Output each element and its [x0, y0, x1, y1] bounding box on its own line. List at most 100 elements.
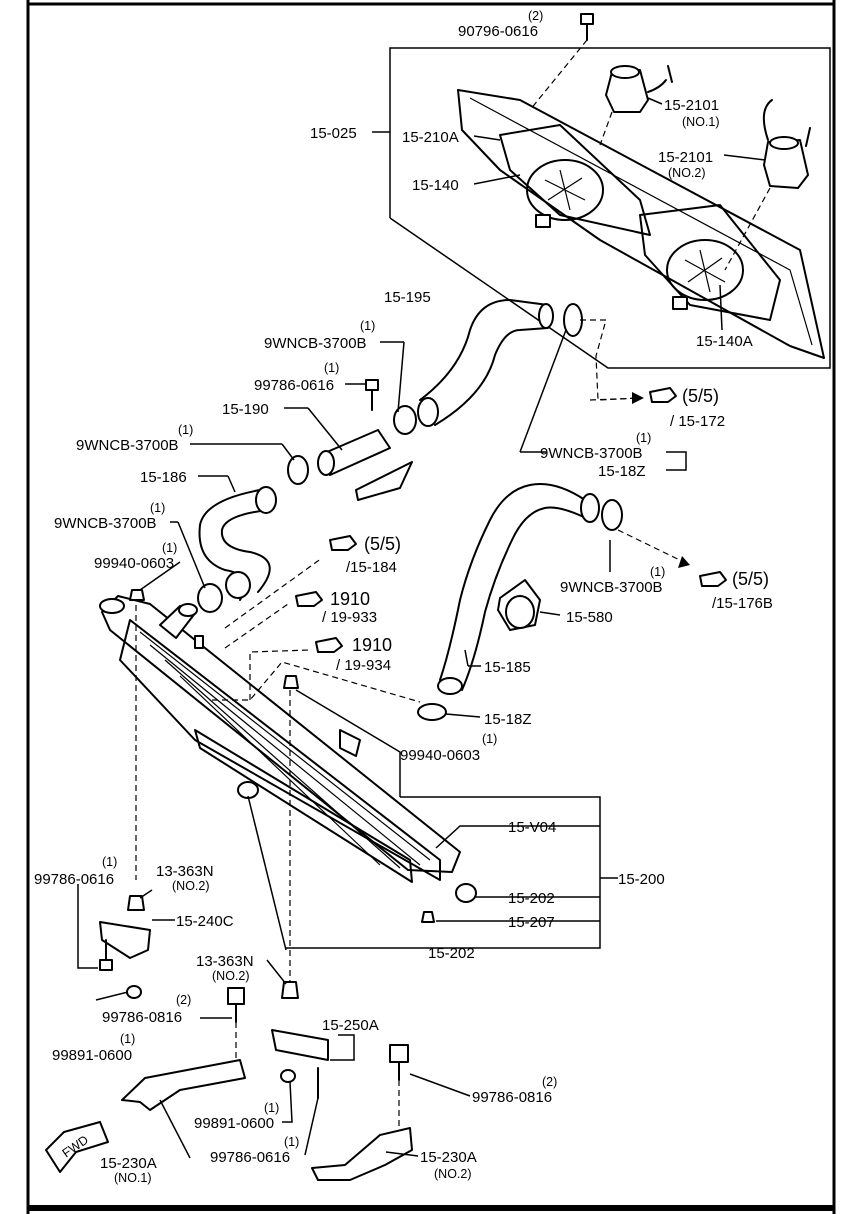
lead-15250a [330, 1034, 355, 1061]
label-15-140: 15-140 [412, 177, 459, 194]
lead-15230a2 [385, 1151, 419, 1157]
fan-blades-1 [544, 169, 586, 211]
part-15-202-rubber [455, 883, 477, 903]
clamp-15-18z-b [417, 703, 447, 721]
fan-nut-1 [535, 214, 551, 228]
label-15-230a-no2: 15-230A [420, 1149, 477, 1166]
lead-15186-b [227, 475, 236, 493]
lead-1518z-b [445, 713, 481, 718]
part-15-230a-no1 [121, 1059, 246, 1111]
part-15-580-ring [505, 595, 535, 629]
fwd-arrow-icon [45, 1121, 109, 1173]
label-15-230a-no1: 15-230A [100, 1155, 157, 1172]
part-13-363n-b [281, 981, 299, 999]
radiator-cap [99, 598, 125, 614]
qty-99891b: (1) [264, 1101, 279, 1115]
ref5-text: (5/5) [732, 569, 769, 589]
part-15-207 [421, 911, 435, 923]
label-9wncb-2: 9WNCB-3700B [76, 437, 179, 454]
qty-15-230a-no1: (NO.1) [114, 1171, 152, 1185]
label-15-240c: 15-240C [176, 913, 234, 930]
qty-99786b: (1) [102, 855, 117, 869]
part-15-230a-no2 [311, 1127, 413, 1181]
ref5-dash [617, 529, 691, 566]
motor-2-dash [724, 187, 771, 271]
lead-15580 [539, 611, 561, 616]
part-15-250a [271, 1029, 329, 1061]
label-99891-0600a: 99891-0600 [52, 1047, 132, 1064]
radiator-fins [139, 631, 431, 869]
fan-shroud [457, 89, 825, 359]
lead-99940a [139, 561, 181, 591]
radiator-fitting [194, 635, 204, 649]
lead-15v04-b [435, 825, 508, 849]
lead-15140a [719, 284, 723, 331]
hose-15-185-end-a [580, 493, 600, 523]
fan-assembly-group [372, 13, 831, 369]
qty-99940a: (1) [162, 541, 177, 555]
lead-152101b [723, 154, 766, 161]
motor-2-screw [805, 127, 811, 147]
clamp-9wncb-5 [601, 499, 623, 531]
part-13-363n-a [127, 895, 145, 911]
label-99786-0816d: 99786-0816 [472, 1089, 552, 1106]
label-15-207: 15-207 [508, 914, 555, 931]
motor-1-dash [599, 111, 613, 146]
hose-15-195-bottom [434, 327, 549, 426]
clamp-9wncb-3 [197, 583, 223, 613]
fan-motor-1-cap [610, 65, 640, 79]
pipe-15-190-group [190, 341, 413, 501]
fan-assembly-box [389, 47, 831, 369]
hose-15-185-group [417, 329, 691, 721]
washer-99891b [280, 1069, 296, 1083]
fan-ring-1 [526, 159, 604, 221]
fan-ring-2 [666, 239, 744, 301]
ref4-sub: / 19-934 [336, 657, 391, 674]
label-90796-0616: 90796-0616 [458, 23, 538, 40]
ref5-arrow [678, 556, 690, 568]
hose-15-185-end-b [437, 677, 463, 695]
label-99891-0600b: 99891-0600 [194, 1115, 274, 1132]
lead-13363a [139, 889, 153, 899]
label-15-v04: 15-V04 [508, 819, 556, 836]
hose-15-186-b [220, 509, 271, 593]
hose-15-185-a [439, 483, 586, 681]
fan-frame-1 [499, 124, 651, 236]
label-15-2101-no2: 15-2101 [658, 149, 713, 166]
hose-15-195-top [419, 299, 549, 401]
qty-13-363n-b: (NO.2) [212, 969, 250, 983]
hand-icon [295, 591, 323, 607]
motor-1-screw [667, 65, 673, 83]
bolt-90796-dash [529, 39, 588, 111]
ref5-sub: /15-176B [712, 595, 773, 612]
label-15-250a: 15-250A [322, 1017, 379, 1034]
fan-blades-2 [684, 249, 726, 293]
lead-99891a [95, 991, 129, 1001]
label-9wncb-3: 9WNCB-3700B [54, 515, 157, 532]
hand-icon [649, 387, 677, 403]
label-9wncb-5: 9WNCB-3700B [560, 579, 663, 596]
lead-15200 [286, 796, 601, 949]
label-9wncb-4: 9WNCB-3700B [540, 445, 643, 462]
hose-15-186-group [170, 475, 277, 613]
radiator-mount-rubber [237, 781, 259, 799]
label-15-18z-a: 15-18Z [598, 463, 646, 480]
radiator-outlet [339, 729, 361, 757]
qty-99786d: (2) [542, 1075, 557, 1089]
lead-9wncb3-b [177, 521, 206, 589]
bolt-99786c-head [227, 987, 245, 1005]
lead-99786e [304, 1097, 319, 1156]
fan-motor-2-cap [769, 136, 799, 150]
ref3-line [224, 603, 289, 649]
qty-99786a: (1) [324, 361, 339, 375]
radiator-inlet-end [178, 603, 198, 617]
hose-15-185-b [461, 506, 591, 691]
upper-hose-group [393, 299, 641, 435]
shroud-edge [469, 97, 813, 346]
bolt-99786b-head [99, 959, 113, 971]
ref1-sub: / 15-172 [670, 413, 725, 430]
bolt-99940b [283, 675, 299, 689]
label-15-200: 15-200 [618, 871, 665, 888]
ref3-sub: / 19-933 [322, 609, 377, 626]
